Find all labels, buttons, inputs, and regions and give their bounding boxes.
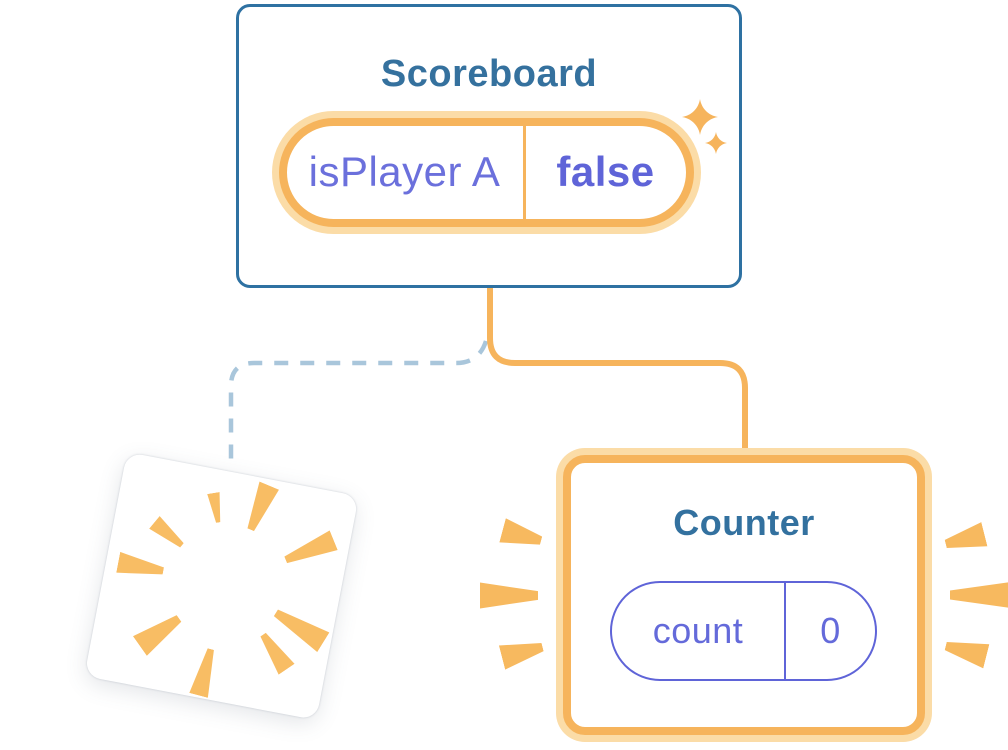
- solid-connector-line: [487, 283, 748, 455]
- scoreboard-title: Scoreboard: [380, 53, 598, 95]
- state-key-label: isPlayer A: [308, 148, 501, 195]
- counter-key-cell: count: [612, 583, 786, 679]
- state-value-cell: false: [526, 126, 686, 219]
- state-key-cell: isPlayer A: [287, 125, 526, 219]
- scoreboard-card: Scoreboard isPlayer A false: [236, 4, 742, 288]
- burst-ray: [149, 515, 188, 551]
- state-value-label: false: [556, 148, 655, 195]
- counter-key-label: count: [652, 610, 744, 651]
- counter-value-cell: 0: [786, 583, 875, 679]
- burst-ray: [133, 608, 187, 656]
- counter-title: Counter: [673, 502, 815, 543]
- burst-ray: [207, 491, 225, 523]
- burst-ray: [116, 551, 165, 581]
- burst-ray: [241, 481, 280, 534]
- counter-card: Counter count 0: [563, 455, 925, 735]
- burst-ray: [189, 646, 221, 698]
- scoreboard-state-pill: isPlayer A false: [278, 117, 694, 227]
- counter-value-label: 0: [820, 610, 841, 651]
- burst-ray: [281, 530, 337, 570]
- counter-state-pill: count 0: [610, 581, 877, 681]
- burst-ray: [269, 603, 329, 653]
- burst-ray: [255, 629, 295, 675]
- destroyed-component-card: [84, 452, 359, 721]
- dashed-connector-line: [228, 340, 489, 463]
